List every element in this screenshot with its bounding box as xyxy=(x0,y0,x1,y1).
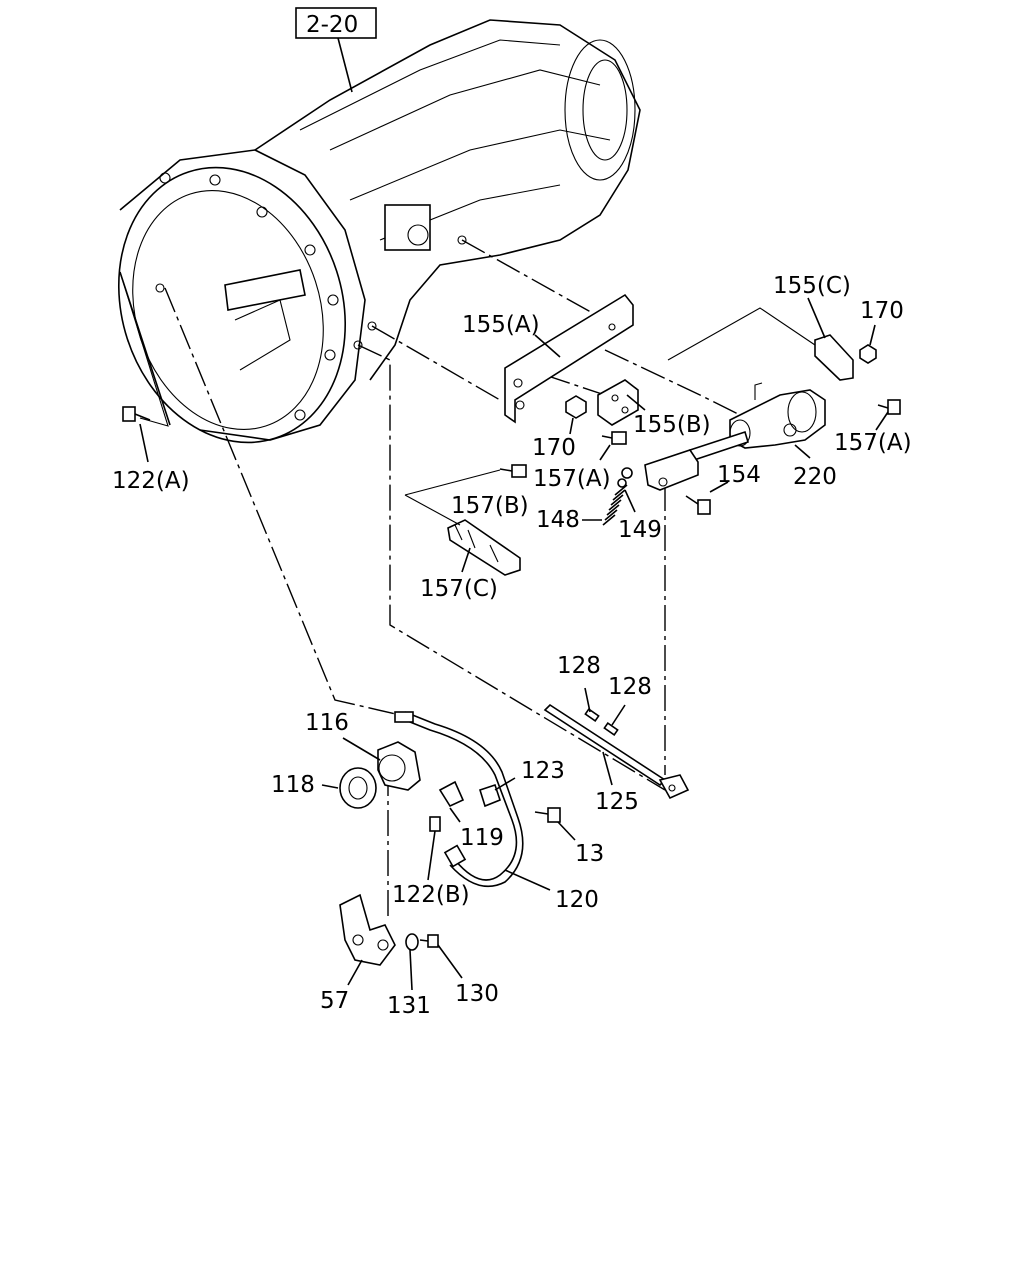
bracket-155c[interactable] xyxy=(814,334,854,381)
transmission-housing xyxy=(117,19,641,444)
leader-125 xyxy=(357,344,666,791)
bolt-13[interactable] xyxy=(534,807,561,823)
bolt-157c[interactable] xyxy=(447,519,521,576)
label-123: 123 xyxy=(521,758,565,784)
label-157a-left: 157(A) xyxy=(533,466,611,492)
label-125: 125 xyxy=(595,789,639,815)
label-155a: 155(A) xyxy=(462,312,540,338)
hose-120[interactable] xyxy=(394,711,524,888)
label-170-lower: 170 xyxy=(532,435,576,461)
label-128-left: 128 xyxy=(557,653,601,679)
pin-128-left[interactable] xyxy=(584,707,600,723)
pin-149[interactable] xyxy=(617,467,633,488)
bearing-118[interactable] xyxy=(339,767,377,809)
nut-170-lower[interactable] xyxy=(565,395,587,419)
bolt-157b[interactable] xyxy=(499,464,527,478)
bolt-122a[interactable] xyxy=(122,406,151,422)
release-bearing-116[interactable] xyxy=(377,741,421,791)
label-130: 130 xyxy=(455,981,499,1007)
fitting-122b[interactable] xyxy=(429,816,441,832)
release-fork-57[interactable] xyxy=(339,893,396,966)
pin-128-right[interactable] xyxy=(603,721,619,737)
label-155c: 155(C) xyxy=(773,273,851,299)
label-155b: 155(B) xyxy=(633,412,711,438)
bolt-130[interactable] xyxy=(419,934,439,948)
label-157a-right: 157(A) xyxy=(834,430,912,456)
label-128-right: 128 xyxy=(608,674,652,700)
bolt-157a-left[interactable] xyxy=(601,431,627,445)
bracket-155b[interactable] xyxy=(597,379,639,426)
label-13: 13 xyxy=(575,841,604,867)
label-116: 116 xyxy=(305,710,349,736)
label-157c: 157(C) xyxy=(420,576,498,602)
label-154: 154 xyxy=(717,462,761,488)
label-148: 148 xyxy=(536,507,580,533)
reference-box[interactable]: 2-20 xyxy=(295,7,377,39)
label-157b: 157(B) xyxy=(451,493,529,519)
clevis-154[interactable] xyxy=(644,449,699,491)
label-120: 120 xyxy=(555,887,599,913)
label-57: 57 xyxy=(320,988,349,1014)
label-122a: 122(A) xyxy=(112,468,190,494)
label-220: 220 xyxy=(793,464,837,490)
label-118: 118 xyxy=(271,772,315,798)
nut-170-upper[interactable] xyxy=(859,344,877,364)
spring-148[interactable] xyxy=(602,484,628,526)
shaft-125[interactable] xyxy=(543,703,690,800)
actuator-220[interactable] xyxy=(688,382,826,461)
bolt-157a-right[interactable] xyxy=(877,399,901,415)
reference-box-label: 2-20 xyxy=(306,12,358,38)
reference-leader xyxy=(337,37,353,93)
washer-131[interactable] xyxy=(405,933,419,951)
clip-123[interactable] xyxy=(479,783,501,808)
label-149: 149 xyxy=(618,517,662,543)
fitting-119[interactable] xyxy=(438,780,465,808)
bolt-154[interactable] xyxy=(685,495,711,515)
label-122b: 122(B) xyxy=(392,882,470,908)
label-131: 131 xyxy=(387,993,431,1019)
bracket-155a[interactable] xyxy=(504,293,634,424)
label-170-upper: 170 xyxy=(860,298,904,324)
leader-157b xyxy=(371,325,501,401)
leader-122b xyxy=(164,287,401,716)
label-119: 119 xyxy=(460,825,504,851)
